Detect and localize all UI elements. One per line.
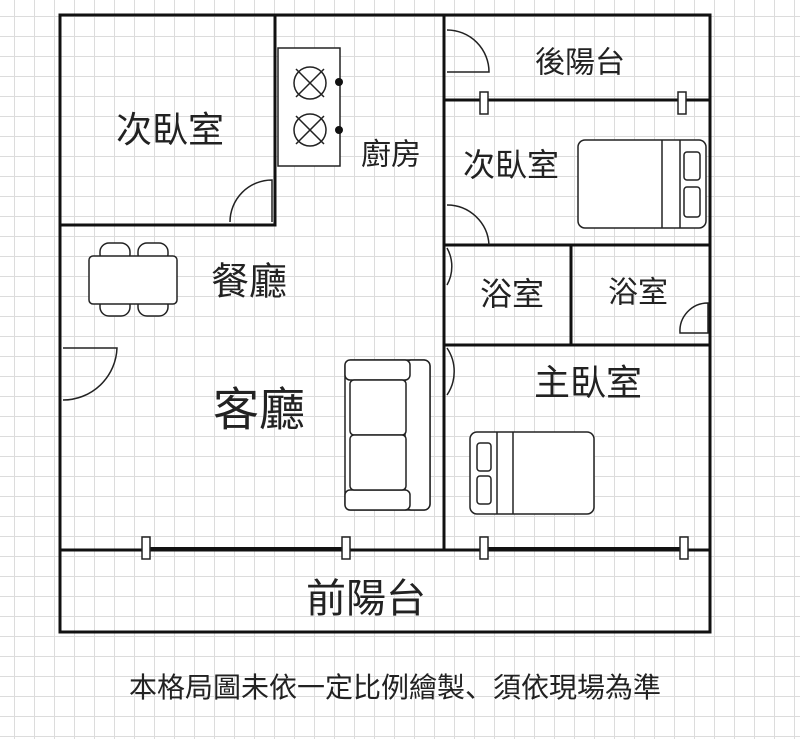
master-bed-icon [469,431,595,515]
sofa-icon [344,359,431,511]
door-bathroom-1 [446,247,453,286]
room-label-bathroom-2: 浴室 [608,276,668,311]
room-label-living: 客廳 [213,383,305,437]
door-bathroom-2 [679,302,709,334]
window-front-right [479,536,689,560]
outer-wall [58,13,712,634]
door-right-bedroom [446,204,490,246]
disclaimer-text: 本格局圖未依一定比例繪製、須依現場為準 [129,671,661,704]
room-label-bathroom-1: 浴室 [480,275,544,313]
bed-icon [577,139,707,229]
room-label-back-balcony: 後陽台 [535,46,625,81]
door-master-bedroom [446,347,455,396]
door-back-balcony [446,29,490,73]
room-label-dining: 餐廳 [211,260,287,304]
dining-table-icon [88,242,178,317]
window-back-balcony [479,91,687,115]
room-label-bedroom-right: 次臥室 [463,146,559,184]
room-label-master-bedroom: 主臥室 [534,363,642,404]
window-front-left [141,536,351,560]
left-bedroom-wall [60,15,277,227]
door-left-bedroom [229,179,273,223]
room-label-bedroom-left: 次臥室 [116,110,224,151]
door-entrance [62,347,118,401]
stove-icon [277,47,343,167]
room-label-kitchen: 廚房 [361,138,421,173]
room-label-front-balcony: 前陽台 [306,576,426,622]
